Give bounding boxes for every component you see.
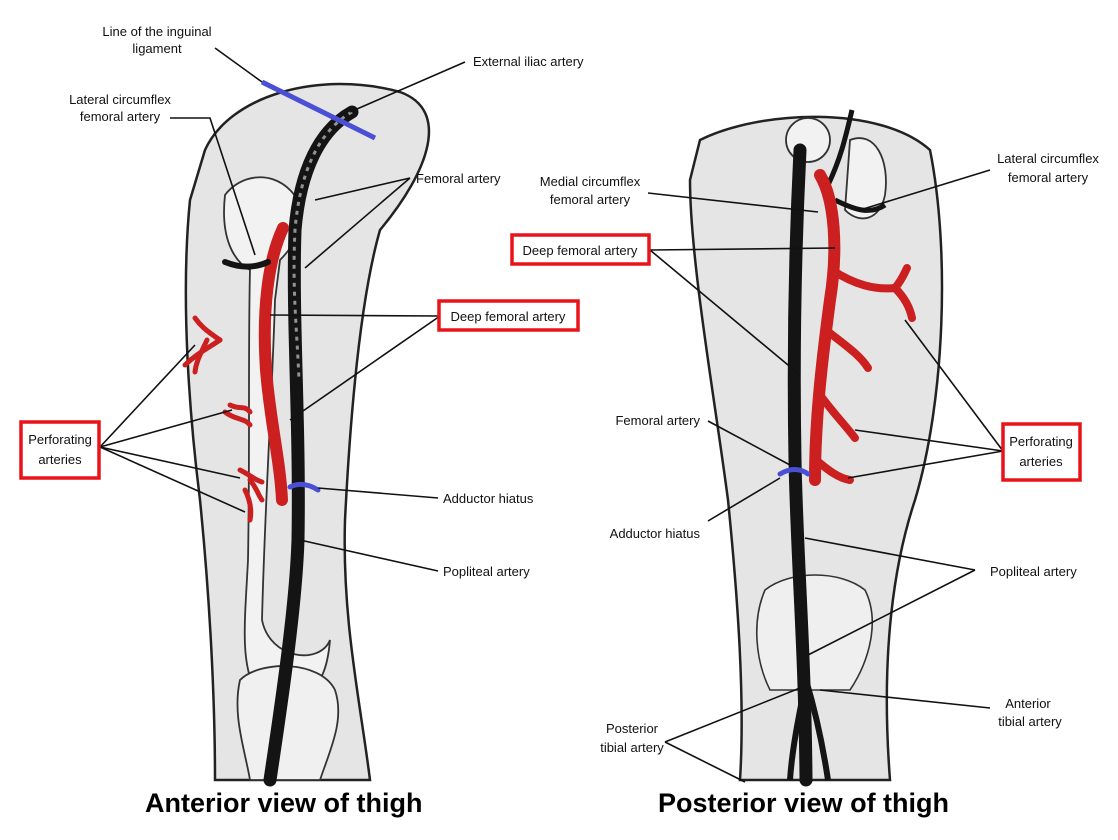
posterior-labels: Medial circumflex femoral artery Lateral… [510,151,1099,755]
inguinal-ligament-line [260,79,377,141]
label-femoral-artery: Femoral artery [416,171,501,186]
deep-femoral-highlight-box [437,299,580,332]
posterior-knee [756,574,873,691]
label-perforating-2: arteries [38,452,82,467]
label-medial-circumflex-2: femoral artery [550,192,631,207]
posterior-deep-femoral-highlight-box [510,233,651,266]
label-external-iliac: External iliac artery [473,54,584,69]
label-posterior-lateral-circumflex-1: Lateral circumflex [997,151,1099,166]
posterior-leader-lines [647,169,1004,783]
label-posterior-deep-femoral: Deep femoral artery [523,243,638,258]
anterior-caption: Anterior view of thigh [145,788,423,818]
posterior-caption: Posterior view of thigh [658,788,950,818]
anterior-leader-lines [99,47,466,572]
posterior-anterior-tibial [803,679,831,781]
label-posterior-popliteal: Popliteal artery [990,564,1077,579]
label-anterior-tibial-1: Anterior [1005,696,1051,711]
label-adductor-hiatus: Adductor hiatus [443,491,534,506]
perforating-highlight-box [19,420,101,480]
label-inguinal-line-2: ligament [132,41,182,56]
label-posterior-perforating-2: arteries [1019,454,1063,469]
anterior-deep-femoral-artery [258,222,289,506]
label-posterior-perforating-1: Perforating [1009,434,1073,449]
posterior-deep-femoral-artery [809,169,841,486]
anterior-labels: Line of the inguinal ligament External i… [19,24,584,579]
anterior-view-illustration [182,79,431,787]
posterior-femoral-head [785,117,831,163]
anterior-femoral-artery [263,105,359,787]
posterior-femoral-artery [787,143,813,787]
label-posterior-tibial-1: Posterior [606,721,659,736]
label-popliteal: Popliteal artery [443,564,530,579]
label-posterior-adductor-hiatus: Adductor hiatus [610,526,701,541]
posterior-perforating-highlight-box [1001,422,1082,482]
posterior-perforating-branches [812,264,916,484]
label-inguinal-line-1: Line of the inguinal [102,24,211,39]
label-deep-femoral: Deep femoral artery [451,309,566,324]
anterior-lateral-circumflex-vessel [222,259,271,270]
posterior-posterior-tibial [787,679,809,781]
label-perforating-1: Perforating [28,432,92,447]
label-medial-circumflex-1: Medial circumflex [540,174,641,189]
label-lateral-circumflex-2: femoral artery [80,109,161,124]
label-anterior-tibial-2: tibial artery [998,714,1062,729]
label-posterior-tibial-2: tibial artery [600,740,664,755]
anterior-perforating-branches [182,315,265,523]
posterior-view-illustration [688,109,944,787]
label-posterior-femoral-artery: Femoral artery [615,413,700,428]
posterior-trochanter [844,137,887,220]
posterior-adductor-hiatus-mark [777,467,811,477]
label-posterior-lateral-circumflex-2: femoral artery [1008,170,1089,185]
label-lateral-circumflex-1: Lateral circumflex [69,92,171,107]
anterior-adductor-hiatus-mark [287,481,321,493]
